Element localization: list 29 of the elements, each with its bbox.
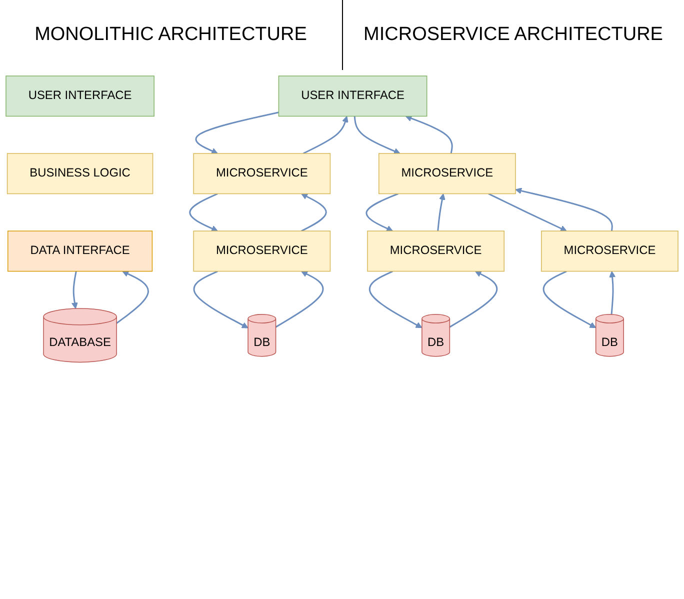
node-box: USER INTERFACE [278, 76, 428, 117]
arrow [542, 270, 596, 328]
arrow [488, 193, 567, 232]
arrow [302, 116, 348, 154]
column-heading: MICROSERVICE ARCHITECTURE [364, 24, 663, 46]
node-box: MICROSERVICE [193, 153, 331, 194]
arrow [189, 193, 218, 232]
node-box: MICROSERVICE [541, 230, 678, 272]
arrow [354, 116, 400, 154]
arrow [515, 188, 613, 232]
arrow [609, 270, 616, 315]
node-box: DATA INTERFACE [7, 230, 153, 272]
arrow [437, 193, 446, 232]
arrow [71, 271, 78, 309]
arrow [368, 270, 422, 328]
arrow [275, 270, 324, 328]
arrow [193, 270, 248, 328]
node-box: MICROSERVICE [193, 230, 331, 272]
arrow [301, 193, 327, 232]
arrow [366, 193, 398, 232]
column-heading: MONOLITHIC ARCHITECTURE [34, 24, 307, 46]
arrow [449, 270, 498, 328]
node-box: BUSINESS LOGIC [6, 153, 154, 194]
node-box: MICROSERVICE [367, 230, 504, 272]
arrow [195, 112, 279, 154]
node-box: MICROSERVICE [378, 153, 516, 194]
arrow [405, 115, 453, 154]
node-box: USER INTERFACE [6, 76, 154, 117]
arrow [116, 270, 149, 324]
